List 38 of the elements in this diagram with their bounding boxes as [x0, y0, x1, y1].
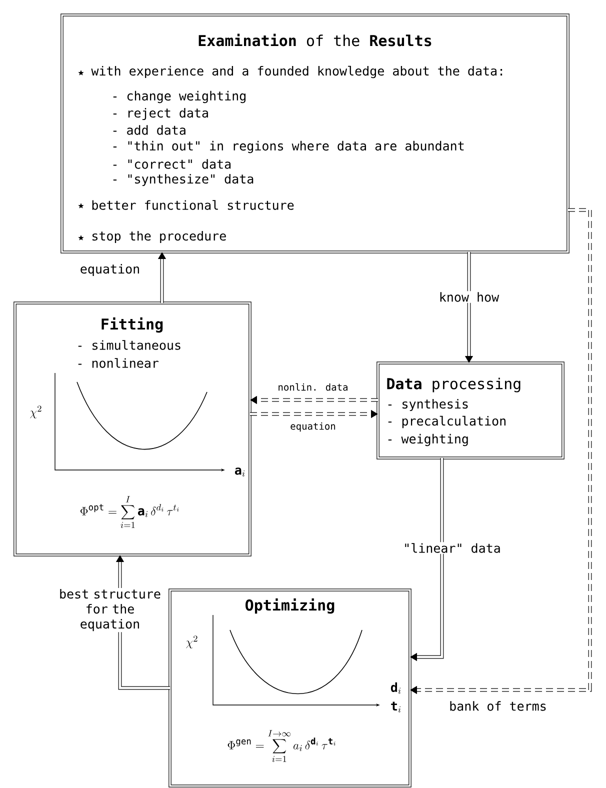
- list-item: - reject data: [113, 108, 208, 120]
- edge-label: know how: [438, 291, 500, 303]
- list-item: - change weighting: [113, 90, 246, 104]
- list-item: - synthesis: [388, 398, 468, 412]
- edge-label: "linear" data: [402, 542, 502, 554]
- axis-label: $\mathbf{a}_i$: [234, 468, 245, 476]
- list-item: - weighting: [388, 434, 468, 446]
- list-item: - nonlinear: [78, 358, 158, 368]
- process-box: [60, 14, 570, 254]
- edge-label: best structure for the equation: [56, 588, 164, 632]
- edge-label: nonlin. data: [276, 382, 350, 392]
- bullet-item: with experience and a founded knowledge about the data:: [91, 66, 502, 78]
- double-arrow: [410, 458, 444, 662]
- box-title: Examination of the Results: [198, 34, 432, 46]
- process-box: [168, 588, 412, 788]
- edge-label: equation: [289, 421, 337, 433]
- axis-label: $\mathbf{d}_i$: [390, 682, 401, 694]
- list-item: - "synthesize" data: [113, 174, 254, 186]
- axis-label: $\mathbf{t}_i$: [391, 702, 401, 712]
- formula: $\Phi^{\mathrm{opt}} = \sum_{i=1}^{I} \mathbf{a}_i\, \delta^{d_i}\, \tau^{t_i}$: [80, 496, 179, 528]
- list-item: - "thin out" in regions where data are abundant: [113, 140, 464, 154]
- axis-label: $\chi^2$: [186, 636, 198, 648]
- box-title: Fitting: [102, 317, 163, 333]
- process-box: [14, 302, 252, 556]
- edge-label: equation: [78, 262, 142, 278]
- bullet-item: better functional structure: [92, 200, 294, 210]
- list-item: - simultaneous: [78, 340, 180, 350]
- double-arrow: [410, 208, 592, 694]
- formula: $\Phi^{\mathrm{gen}} = \sum_{i=1}^{I\to\infty} a_i\, \delta^{\mathbf{d}_i}\, \tau^{\mathbf{t}_i}$: [228, 730, 336, 762]
- process-box: [376, 362, 564, 460]
- axis-label: $\chi^2$: [30, 406, 42, 418]
- list-item: - precalculation: [388, 416, 506, 428]
- list-item: - "correct" data: [113, 159, 231, 169]
- box-title: Optimizing: [246, 598, 334, 614]
- box-title: Data processing: [387, 378, 520, 392]
- bullet-item: stop the procedure: [92, 230, 226, 244]
- edge-label: bank of terms: [448, 700, 548, 712]
- list-item: - add data: [113, 125, 186, 135]
